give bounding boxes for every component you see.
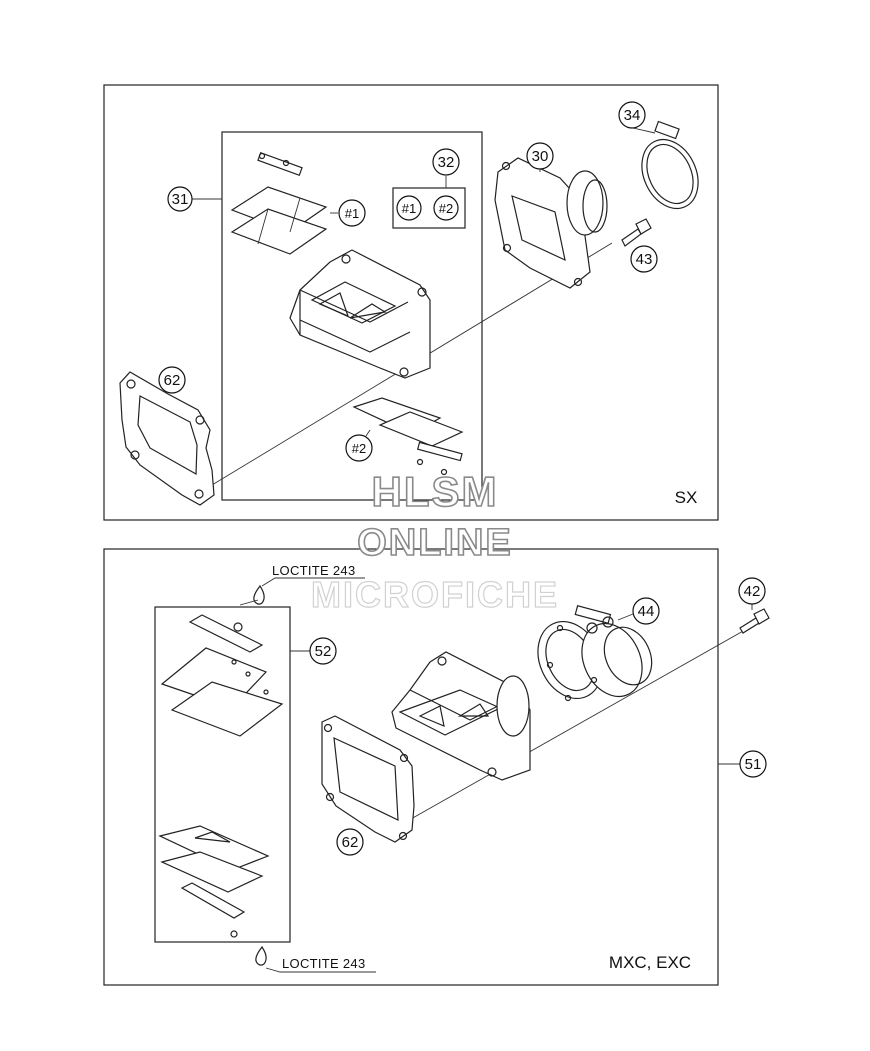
callout-34: 34 bbox=[624, 107, 641, 124]
callout-43-circle bbox=[630, 245, 658, 273]
panel-mxc-exc: 42 44 52 51 62 LOCTITE 243 LOCTITE 243 M… bbox=[103, 548, 770, 986]
callout-n2-a: #2 bbox=[439, 201, 453, 216]
variant-label-mxc-exc: MXC, EXC bbox=[609, 953, 691, 972]
callout-n2-b: #2 bbox=[352, 441, 366, 456]
callout-n1-circle-b bbox=[396, 195, 422, 221]
intake-flange-44 bbox=[537, 605, 653, 702]
reed-petal-set-2 bbox=[352, 397, 464, 476]
intake-flange-30 bbox=[494, 157, 608, 289]
callout-52: 52 bbox=[315, 643, 332, 660]
watermark-line-1: HLSM bbox=[371, 467, 499, 516]
gasket-62-mxc bbox=[321, 715, 415, 843]
callout-44-circle bbox=[632, 597, 660, 625]
callout-51: 51 bbox=[745, 756, 762, 773]
panel-sx: 31 32 30 34 43 62 #1 #1 #2 #2 SX bbox=[103, 84, 719, 521]
callout-n1-b: #1 bbox=[402, 201, 416, 216]
callout-n1-circle-a bbox=[338, 199, 366, 227]
callout-42: 42 bbox=[744, 583, 761, 600]
callout-62-circle-mxc bbox=[336, 828, 364, 856]
callout-44: 44 bbox=[638, 603, 655, 620]
loctite-drop-bottom bbox=[255, 945, 267, 966]
bolt-43 bbox=[621, 218, 652, 247]
callout-n1-a: #1 bbox=[345, 206, 359, 221]
hose-clamp-34 bbox=[641, 120, 699, 210]
callout-62-circle-sx bbox=[158, 366, 186, 394]
loctite-label-bottom: LOCTITE 243 bbox=[282, 956, 366, 971]
reed-petal-set-1 bbox=[230, 151, 328, 255]
panel-sx-frame bbox=[103, 84, 719, 521]
loctite-label-top: LOCTITE 243 bbox=[272, 563, 356, 578]
callout-31: 31 bbox=[172, 191, 189, 208]
assembly-axis-line-2 bbox=[387, 625, 753, 833]
reed-petals-top-52 bbox=[160, 614, 284, 737]
callout-30-circle bbox=[526, 142, 554, 170]
variant-label-sx: SX bbox=[675, 488, 698, 507]
callout-51-circle bbox=[739, 750, 767, 778]
reed-kit-box-sx bbox=[221, 131, 483, 501]
panel-mxc-exc-frame bbox=[103, 548, 719, 986]
loctite-drop-top bbox=[253, 584, 265, 605]
kit-32-box bbox=[392, 187, 466, 229]
gasket-62-sx bbox=[119, 371, 215, 506]
reed-petals-bottom bbox=[158, 825, 270, 938]
callout-62-mxc: 62 bbox=[342, 834, 359, 851]
callout-43: 43 bbox=[636, 251, 653, 268]
callout-42-circle bbox=[738, 577, 766, 605]
callout-n2-circle-b bbox=[345, 434, 373, 462]
callout-34-circle bbox=[618, 101, 646, 129]
callout-30: 30 bbox=[532, 148, 549, 165]
callout-31-circle bbox=[167, 186, 193, 212]
watermark-line-2: ONLINE bbox=[356, 521, 513, 565]
bolt-42 bbox=[739, 608, 770, 634]
callout-32: 32 bbox=[438, 154, 455, 171]
callout-n2-circle-a bbox=[433, 195, 459, 221]
watermark-line-3: MICROFICHE bbox=[310, 573, 559, 615]
callout-62-sx: 62 bbox=[164, 372, 181, 389]
reed-valve-block-sx bbox=[289, 249, 431, 379]
reed-valve-block-mxc bbox=[391, 651, 531, 781]
callout-32-circle bbox=[432, 148, 460, 176]
reed-kit-box-mxc bbox=[154, 606, 291, 943]
callout-52-circle bbox=[309, 637, 337, 665]
